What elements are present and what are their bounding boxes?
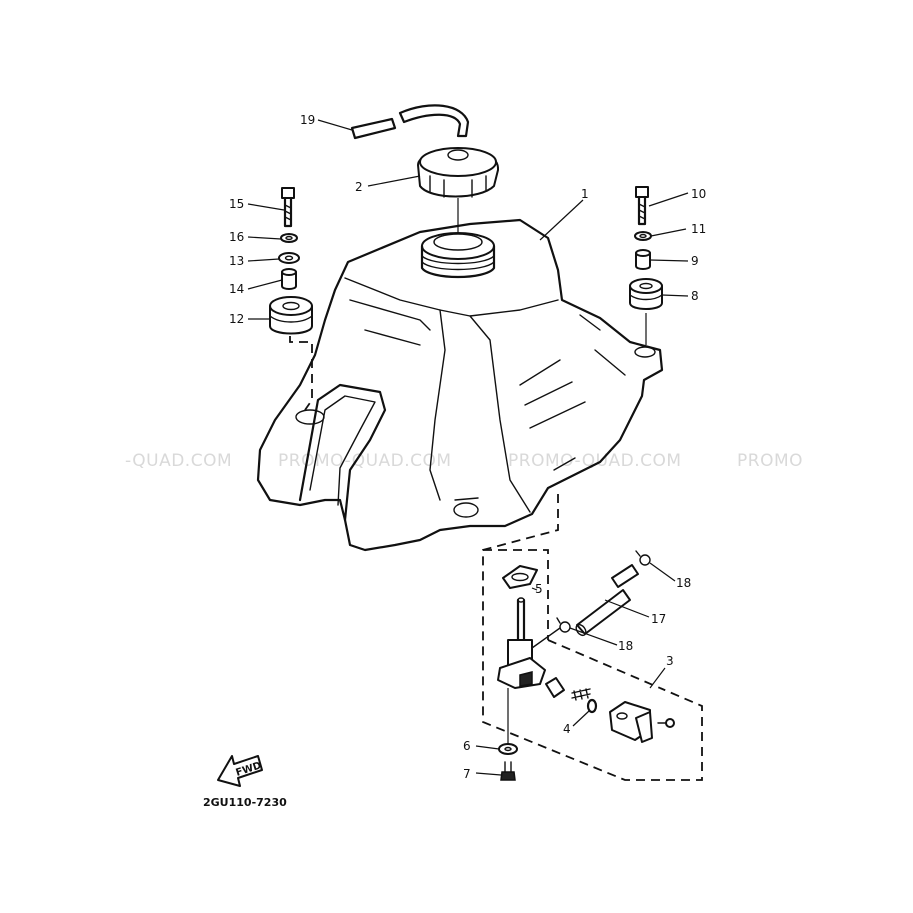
callout-1: 1 [581,187,589,201]
watermark-text: PROMO-QUAD.COM [278,451,452,471]
part-10-bolt [635,186,649,226]
callout-16: 16 [229,230,244,244]
callout-2: 2 [355,180,363,194]
part-7-drain-screw [500,761,516,781]
fuel-cock-boundary [482,494,703,781]
callout-12: 12 [229,312,244,326]
part-17-fuel-hose [575,564,639,637]
part-11-washer [634,231,652,241]
callout-6: 6 [463,739,471,753]
part-2-fuel-cap [417,147,500,198]
callout-8: 8 [691,289,699,303]
callout-9: 9 [691,254,699,268]
part-18-clip-lower [556,617,571,633]
part-16-washer [280,233,298,243]
callout-13: 13 [229,254,244,268]
callout-15: 15 [229,197,244,211]
part-9-collar [635,249,651,270]
fuel-cock-boundary-inner [483,549,549,640]
callout-19: 19 [300,113,315,127]
forward-direction-arrow: FWD [217,755,263,787]
callout-3: 3 [666,654,674,668]
callout-17: 17 [651,612,666,626]
callout-5: 5 [535,582,543,596]
callout-14: 14 [229,282,244,296]
part-12-grommet [269,296,313,335]
drawing-code: 2GU110-7230 [203,796,287,809]
part-18-clip-upper [635,550,651,566]
part-13-washer [278,252,300,264]
watermark-text: PROMO-QUAD.COM [508,451,682,471]
fuel-cock-boundary-link [547,639,661,689]
part-19-breather-hose [350,104,470,140]
part-6-washer [498,743,518,755]
watermark-text: -QUAD.COM [125,451,232,471]
part-14-collar [281,268,297,290]
part-8-grommet [629,278,663,310]
watermark-text: PROMO [737,451,803,471]
callout-leaders [247,119,689,776]
part-5-gasket [502,565,538,589]
callout-7: 7 [463,767,471,781]
callout-18-lower: 18 [618,639,633,653]
watermark-row: -QUAD.COM PROMO-QUAD.COM PROMO-QUAD.COM … [125,451,803,471]
callout-10: 10 [691,187,706,201]
part-15-bolt [281,187,295,228]
callout-11: 11 [691,222,706,236]
part-1-fuel-tank [256,218,664,552]
part-4-o-ring [586,698,598,714]
assembly-path-left [289,336,313,411]
part-3-fuel-cock [497,597,675,743]
callout-18-upper: 18 [676,576,691,590]
callout-labels: 19 2 1 15 16 13 14 12 10 11 9 8 5 18 17 … [229,113,706,781]
callout-4: 4 [563,722,571,736]
